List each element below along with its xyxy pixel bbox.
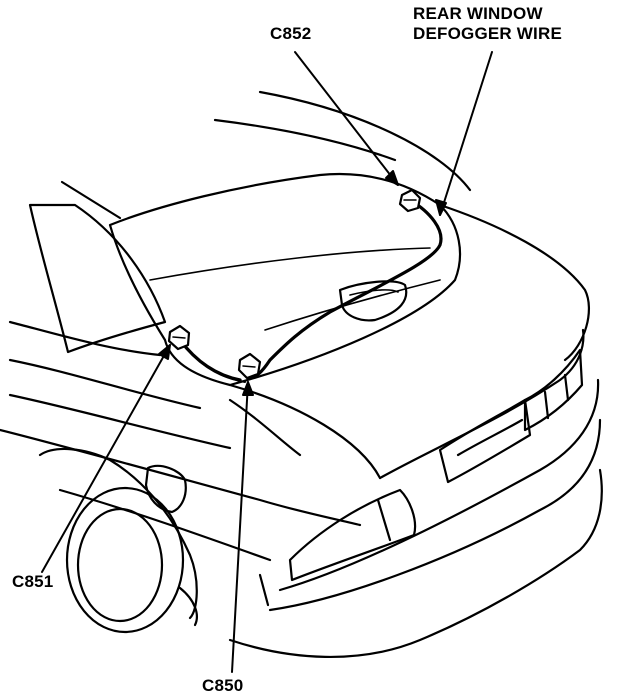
- rear-wheel: [38, 447, 198, 634]
- rear-windshield: [108, 172, 462, 387]
- defogger-wire: [178, 198, 443, 383]
- connector-c851: [167, 324, 191, 351]
- connector-c852: [398, 188, 422, 213]
- label-c852: C852: [270, 24, 312, 43]
- rear-bumper: [228, 378, 603, 659]
- defogger-grid: [149, 247, 441, 331]
- label-c850: C850: [202, 676, 244, 695]
- fuel-door: [144, 464, 187, 514]
- trunk-lid: [228, 203, 590, 480]
- license-plate-recess: [438, 398, 532, 484]
- brake-light: [338, 280, 408, 322]
- label-rear-window-defogger-wire: REAR WINDOW DEFOGGER WIRE: [413, 4, 562, 44]
- roof-outline: [60, 90, 472, 220]
- label-rear-window-line1: REAR WINDOW: [413, 4, 543, 23]
- label-c851: C851: [12, 572, 54, 591]
- right-taillight: [523, 348, 584, 432]
- left-taillight: [288, 488, 417, 582]
- body-side: [0, 320, 362, 562]
- label-rear-window-line2: DEFOGGER WIRE: [413, 24, 562, 43]
- callout-leaders: [41, 51, 493, 673]
- connector-c850: [237, 352, 262, 380]
- side-window: [28, 203, 167, 354]
